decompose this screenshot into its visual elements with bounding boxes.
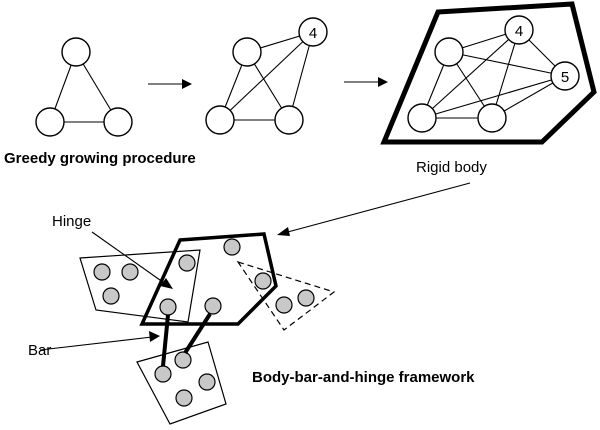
body-bar-hinge-framework	[39, 231, 336, 425]
step1-node-left	[35, 107, 65, 137]
step3-node-4	[504, 15, 534, 45]
step3-rigid-body-graph: 4 5	[380, 1, 597, 145]
step2-node-right	[274, 105, 304, 135]
bar-2	[183, 312, 212, 355]
step2-node-top	[232, 37, 262, 67]
step1-node-right	[103, 107, 133, 137]
step3-node-right	[477, 103, 507, 133]
bar-caption: Bar	[28, 342, 51, 359]
arrow-rigid-body-to-framework	[277, 182, 471, 236]
step2-node-4-label: 4	[309, 25, 317, 42]
left-body	[79, 249, 201, 323]
step1-triangle-graph	[35, 37, 133, 137]
rigid-body-caption: Rigid body	[416, 159, 487, 176]
arrow-step1-to-step2	[148, 79, 192, 89]
step2-node-left	[205, 105, 235, 135]
rigid-body-outline	[380, 1, 597, 145]
bottom-body	[136, 341, 227, 425]
step2-node-4	[298, 17, 328, 47]
arrow-step2-to-step3	[344, 77, 388, 87]
step3-node-left	[407, 103, 437, 133]
greedy-caption: Greedy growing procedure	[4, 150, 196, 167]
step2-graph: 4	[205, 17, 328, 135]
step3-node-top	[434, 37, 464, 67]
bar-1	[161, 314, 170, 367]
step3-node-4-label: 4	[515, 23, 523, 40]
step1-node-top	[61, 37, 91, 67]
hinge-caption: Hinge	[52, 213, 91, 230]
bar-pointer-arrow	[39, 331, 160, 351]
step3-node-5	[550, 61, 580, 91]
central-rigid-body	[139, 232, 278, 326]
hinge-pointer-arrow	[91, 231, 173, 289]
right-dashed-body	[236, 260, 336, 331]
framework-caption: Body-bar-and-hinge framework	[252, 369, 475, 386]
step3-node-5-label: 5	[561, 69, 569, 86]
